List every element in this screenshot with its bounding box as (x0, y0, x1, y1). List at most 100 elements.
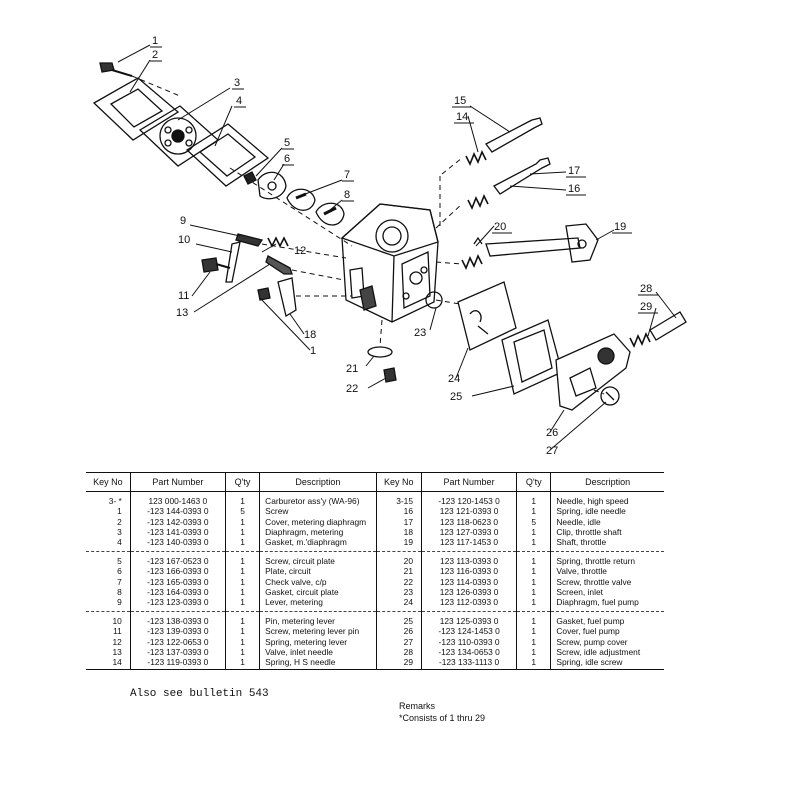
cell-part-number: -123 140-0393 0 (129, 537, 226, 552)
cell-key-no: 9 (117, 597, 122, 608)
screw-part (99, 62, 133, 77)
cell-description-2: Screw, throttle valve (550, 576, 664, 587)
col-header-key-no-2: Key No (375, 471, 422, 493)
cell-key-no-2: 25 (375, 611, 422, 627)
cell-description: Screw, metering lever pin (259, 626, 377, 637)
cell-key-no-2: 16 (375, 506, 422, 517)
cell-key-no-2: 22 (375, 576, 422, 587)
cell-part-number-2: -123 124-1453 0 (420, 626, 517, 637)
cell-description-2: Clip, throttle shaft (550, 526, 664, 538)
cell-description: Spring, H S needle (259, 657, 377, 671)
cell-part-number-2: 123 113-0393 0 (420, 551, 517, 567)
callout-26: 26 (546, 427, 558, 439)
cell-key-no: 14 (86, 657, 131, 671)
callout-18: 18 (304, 329, 316, 341)
cell-description: Spring, metering lever (259, 636, 377, 647)
callout-15: 15 (454, 95, 466, 107)
callout-7: 7 (344, 169, 350, 181)
cell-qty: 1 (224, 586, 260, 598)
cell-key-no: 11 (113, 626, 122, 637)
cell-qty-2: 1 (516, 551, 551, 567)
callout-28: 28 (640, 283, 652, 295)
cell-key-no: 5 (86, 551, 131, 567)
cell-description-2: Screw, idle adjustment (550, 646, 664, 658)
cell-qty: 1 (224, 597, 260, 612)
cell-part-number-2: 123 127-0393 0 (420, 526, 517, 538)
fuel-pump-diaphragm-part (457, 281, 517, 351)
callout-16: 16 (568, 183, 580, 195)
col-header-description-2: Description (550, 471, 664, 493)
cell-part-number-2: -123 120-1453 0 (420, 491, 517, 507)
cell-part-number-2: 123 114-0393 0 (420, 576, 517, 587)
cell-qty: 1 (224, 551, 260, 567)
callout-23: 23 (414, 327, 426, 339)
col-header-description: Description (259, 471, 377, 493)
cell-qty-2: 1 (516, 537, 551, 552)
cell-description-2: Screen, inlet (550, 586, 664, 598)
remarks-title: Remarks (399, 701, 436, 711)
callout-4: 4 (236, 95, 242, 107)
cell-qty-2: 1 (516, 657, 551, 671)
col-header-key-no: Key No (86, 471, 131, 493)
cell-key-no-2: 26 (375, 626, 422, 637)
throttle-shaft-part (485, 237, 581, 257)
cell-key-no-2: 27 (375, 636, 422, 647)
cell-part-number-2: 123 116-0393 0 (420, 566, 517, 577)
exploded-diagram: 1 2 3 4 5 6 7 8 9 10 12 11 13 15 14 17 1… (92, 35, 687, 457)
cell-part-number: -123 141-0393 0 (129, 526, 226, 538)
callout-8: 8 (344, 189, 350, 201)
cell-part-number: -123 139-0393 0 (129, 626, 226, 637)
callout-25: 25 (450, 391, 462, 403)
col-header-qty-2: Q'ty (516, 471, 551, 493)
callout-19: 19 (614, 221, 626, 233)
cell-description-2: Cover, fuel pump (550, 626, 664, 637)
cell-key-no-2: 18 (375, 526, 422, 538)
cell-description-2: Spring, idle needle (550, 506, 664, 517)
cell-description: Pin, metering lever (259, 611, 377, 627)
callout-20: 20 (494, 221, 506, 233)
cell-key-no-2: 23 (375, 586, 422, 598)
cell-key-no-2: 19 (375, 537, 422, 552)
callout-6: 6 (284, 153, 290, 165)
cell-key-no-2: 21 (375, 566, 422, 577)
cell-description: Gasket, m.'diaphragm (259, 537, 377, 552)
cell-key-no: 7 (117, 576, 122, 587)
cell-key-no-2: 3-15 (375, 491, 422, 507)
callout-3: 3 (234, 77, 240, 89)
cell-qty: 5 (224, 506, 260, 517)
cell-part-number: -123 137-0393 0 (129, 646, 226, 658)
cell-description-2: Needle, idle (550, 516, 664, 527)
cell-key-no: 13 (112, 646, 122, 657)
col-header-qty: Q'ty (224, 471, 260, 493)
callout-27: 27 (546, 445, 558, 457)
cell-part-number: -123 164-0393 0 (129, 586, 226, 598)
callout-10: 10 (178, 234, 190, 246)
cell-qty: 1 (224, 611, 260, 627)
cell-qty-2: 1 (516, 646, 551, 658)
circuit-plate-part (257, 171, 287, 200)
cell-description: Valve, inlet needle (259, 646, 377, 658)
parts-table: Key No Part Number Q'ty Description Key … (86, 471, 664, 671)
cell-key-no: 1 (117, 506, 122, 517)
callout-21: 21 (346, 363, 358, 375)
cell-qty-2: 1 (516, 636, 551, 647)
callout-13: 13 (176, 307, 188, 319)
callout-22: 22 (346, 383, 358, 395)
cell-description-2: Screw, pump cover (550, 636, 664, 647)
cell-description: Gasket, circuit plate (259, 586, 377, 598)
cell-description-2: Spring, idle screw (550, 657, 664, 671)
cell-key-no-2: 20 (375, 551, 422, 567)
cell-part-number-2: 123 125-0393 0 (420, 611, 517, 627)
cell-key-no: 4 (117, 537, 122, 548)
cell-description-2: Gasket, fuel pump (550, 611, 664, 627)
cell-part-number-2: 123 118-0623 0 (420, 516, 517, 527)
cell-qty-2: 1 (516, 506, 551, 517)
cell-description: Screw (259, 506, 377, 517)
